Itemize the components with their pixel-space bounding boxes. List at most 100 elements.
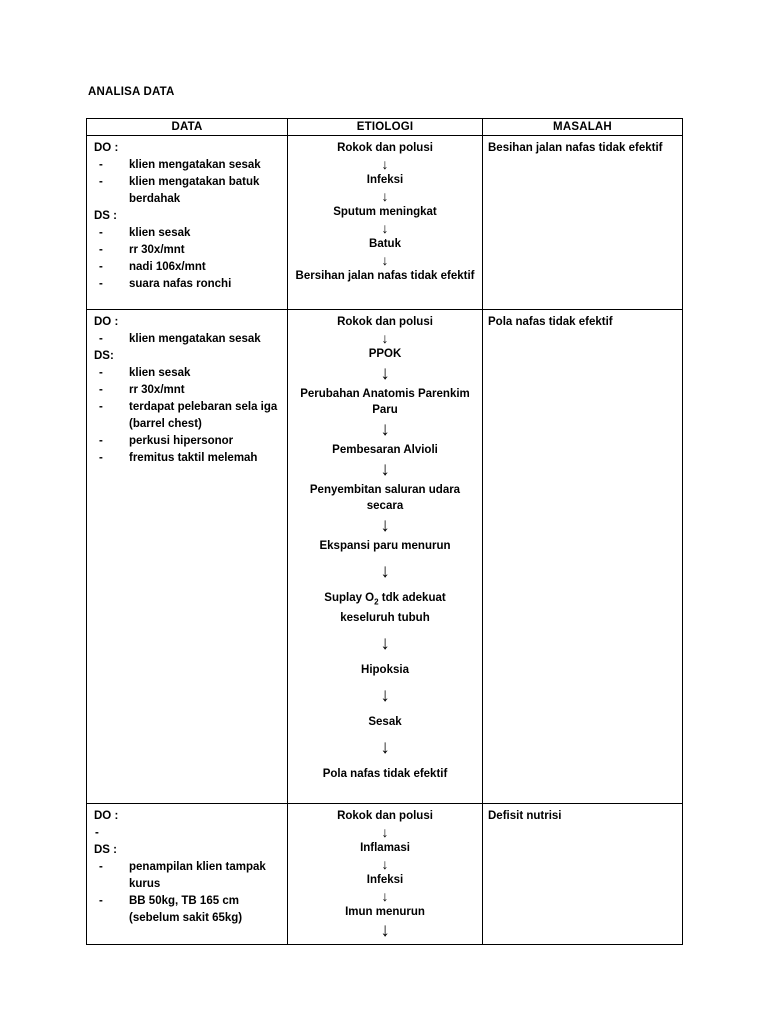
dash-icon: - — [99, 261, 103, 273]
do-list: -klien mengatakan sesak - klien mengataka… — [92, 157, 283, 208]
list-item: -suara nafas ronchi — [92, 276, 283, 293]
do-label: DO : — [94, 316, 119, 328]
flow-step: Ekspansi paru menurun — [319, 540, 451, 552]
data-cell: DO : -klien mengatakan sesak DS: -klien … — [86, 309, 288, 804]
analisa-data-table: DATA ETIOLOGI MASALAH DO : -klien mengat… — [86, 118, 683, 945]
arrow-down-icon: ↓ — [381, 856, 389, 872]
arrow-down-icon: ↓ — [380, 459, 390, 480]
arrow-down-icon: ↓ — [380, 515, 390, 536]
list-item: -penampilan klien tampak kurus — [92, 859, 283, 893]
masalah-text: Besihan jalan nafas tidak efektif — [488, 142, 663, 154]
do-label: DO : — [94, 810, 119, 822]
etiologi-flow: Rokok dan polusi ↓ PPOK ↓ Perubahan Anat… — [288, 310, 482, 788]
flow-step: Penyembitan saluran udara secara — [309, 484, 461, 512]
list-item: -nadi 106x/mnt — [92, 259, 283, 276]
arrow-down-icon: ↓ — [380, 633, 390, 655]
list-item: - fremitus taktil melemah — [92, 450, 283, 467]
arrow-down-icon: ↓ — [381, 252, 389, 268]
arrow-down-icon: ↓ — [380, 419, 390, 440]
etiologi-cell: Rokok dan polusi ↓ Inflamasi ↓ Infeksi ↓… — [287, 803, 483, 945]
flow-step: Infeksi — [366, 874, 404, 886]
do-list: - — [92, 825, 283, 842]
dash-icon: - — [99, 895, 103, 907]
list-item: -klien mengatakan sesak — [92, 331, 283, 348]
list-item: - klien mengatakan batuk berdahak — [92, 174, 283, 208]
flow-step: Rokok dan polusi — [337, 810, 433, 822]
masalah-text: Defisit nutrisi — [488, 810, 562, 822]
arrow-down-icon-truncated: ↓ — [380, 920, 390, 938]
table-header-row: DATA ETIOLOGI MASALAH — [86, 118, 683, 136]
arrow-down-icon: ↓ — [381, 824, 389, 840]
dash-icon: - — [99, 176, 103, 188]
etiologi-flow: Rokok dan polusi ↓ Infeksi ↓ Sputum meni… — [288, 136, 482, 290]
etiologi-cell: Rokok dan polusi ↓ PPOK ↓ Perubahan Anat… — [287, 309, 483, 804]
arrow-down-icon: ↓ — [380, 363, 390, 384]
table-row: DO : - DS : -penampilan klien tampak kur… — [86, 803, 683, 945]
ds-list: -klien sesak -rr 30x/mnt -nadi 106x/mnt … — [92, 225, 283, 293]
list-item-label: klien sesak — [129, 227, 191, 239]
flow-step: Imun menurun — [345, 906, 425, 918]
masalah-cell: Pola nafas tidak efektif — [482, 309, 683, 804]
list-item: -perkusi hipersonor — [92, 433, 283, 450]
table-row: DO : -klien mengatakan sesak DS: -klien … — [86, 309, 683, 804]
flow-step: Rokok dan polusi — [337, 316, 433, 328]
flow-step: Pembesaran Alvioli — [332, 444, 438, 456]
flow-step: PPOK — [368, 348, 402, 360]
ds-label: DS: — [94, 350, 114, 362]
dash-icon: - — [99, 452, 103, 464]
list-item-label: fremitus taktil melemah — [129, 452, 258, 464]
flow-step: Rokok dan polusi — [337, 142, 433, 154]
arrow-down-icon: ↓ — [381, 188, 389, 204]
list-item: - klien sesak — [92, 365, 283, 382]
data-cell: DO : -klien mengatakan sesak -klien meng… — [86, 135, 288, 310]
do-list: -klien mengatakan sesak — [92, 331, 283, 348]
etiologi-flow: Rokok dan polusi ↓ Inflamasi ↓ Infeksi ↓… — [288, 804, 482, 944]
flow-step: Perubahan Anatomis Parenkim Paru — [300, 388, 470, 416]
flow-step: Hipoksia — [361, 664, 409, 677]
flow-step: Sesak — [368, 716, 402, 729]
do-label: DO : — [94, 142, 119, 154]
flow-step: Batuk — [369, 238, 401, 250]
list-item-label: suara nafas ronchi — [129, 278, 232, 290]
data-cell: DO : - DS : -penampilan klien tampak kur… — [86, 803, 288, 945]
flow-step: Inflamasi — [360, 842, 410, 854]
list-item: - — [92, 825, 283, 842]
dash-icon: - — [99, 367, 103, 379]
dash-icon: - — [99, 435, 103, 447]
list-item: -terdapat pelebaran sela iga (barrel che… — [92, 399, 283, 433]
column-header-etiologi: ETIOLOGI — [287, 118, 483, 136]
arrow-down-icon: ↓ — [380, 737, 390, 759]
list-item: - rr 30x/mnt — [92, 382, 283, 399]
page-title: ANALISA DATA — [88, 86, 175, 98]
masalah-cell: Defisit nutrisi — [482, 803, 683, 945]
masalah-cell: Besihan jalan nafas tidak efektif — [482, 135, 683, 310]
flow-step: Infeksi — [366, 174, 404, 186]
list-item: -BB 50kg, TB 165 cm (sebelum sakit 65kg) — [92, 893, 283, 927]
column-header-data: DATA — [86, 118, 288, 136]
list-item-label: klien mengatakan batuk berdahak — [129, 176, 260, 205]
arrow-down-icon: ↓ — [381, 888, 389, 904]
list-item: -rr 30x/mnt — [92, 242, 283, 259]
dash-icon: - — [99, 384, 103, 396]
ds-list: - klien sesak - rr 30x/mnt -terdapat peleb… — [92, 365, 283, 467]
list-item-label: klien sesak — [129, 367, 191, 379]
table-row: DO : -klien mengatakan sesak -klien meng… — [86, 135, 683, 310]
dash-icon: - — [95, 827, 99, 839]
list-item: -klien mengatakan sesak — [92, 157, 283, 174]
masalah-text: Pola nafas tidak efektif — [488, 316, 613, 328]
subscript-2: 2 — [374, 597, 379, 607]
arrow-down-icon: ↓ — [380, 561, 390, 582]
ds-label: DS : — [94, 210, 117, 222]
flow-step: Sputum meningkat — [333, 206, 437, 218]
etiologi-cell: Rokok dan polusi ↓ Infeksi ↓ Sputum meni… — [287, 135, 483, 310]
list-item-label: rr 30x/mnt — [129, 384, 185, 396]
dash-icon: - — [99, 159, 103, 171]
arrow-down-icon: ↓ — [381, 220, 389, 236]
arrow-down-icon: ↓ — [381, 330, 389, 346]
ds-label: DS : — [94, 844, 117, 856]
flow-step: Pola nafas tidak efektif — [322, 768, 448, 781]
list-item-label: klien mengatakan sesak — [129, 333, 261, 345]
column-header-masalah: MASALAH — [482, 118, 683, 136]
